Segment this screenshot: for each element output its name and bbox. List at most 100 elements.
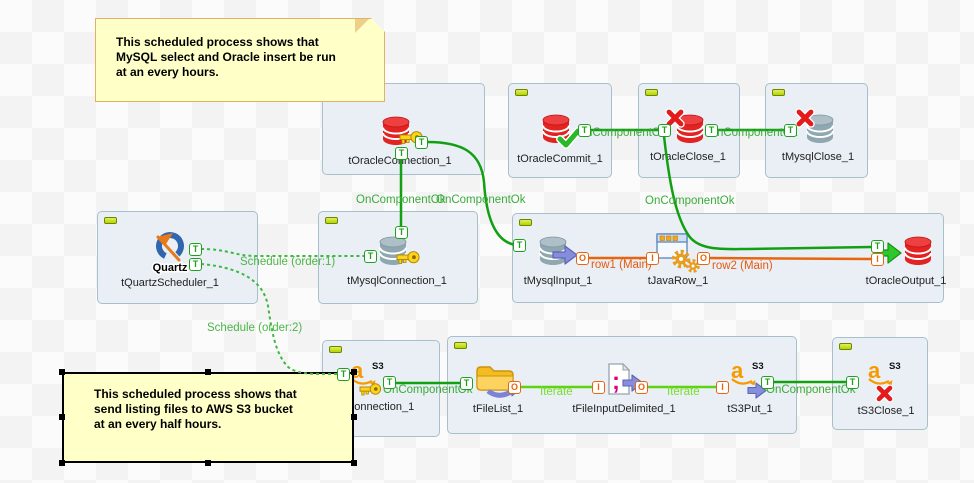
component-label: tFileList_1 <box>472 403 524 415</box>
collapse-subjob-button[interactable] <box>329 346 342 353</box>
component-label: tJavaRow_1 <box>647 275 709 287</box>
selection-handle[interactable] <box>205 369 211 375</box>
java-row-icon <box>656 233 700 273</box>
selection-handle[interactable] <box>351 460 357 466</box>
trigger-port[interactable]: T <box>658 124 671 137</box>
semicolon-glyph: ; <box>612 368 620 395</box>
s3-close-icon: a S3 <box>868 358 901 403</box>
trigger-port[interactable]: T <box>415 136 428 149</box>
component-label: tS3Close_1 <box>857 405 915 417</box>
quartz-scheduler-icon: Quartz <box>151 232 189 276</box>
collapse-subjob-button[interactable] <box>772 89 785 96</box>
trigger-port[interactable]: T <box>395 147 408 160</box>
trigger-port[interactable]: T <box>705 124 718 137</box>
trigger-port[interactable]: T <box>189 258 202 271</box>
s3-connection-icon: a S3 <box>351 358 384 396</box>
mysql-input-icon <box>539 236 578 265</box>
input-port[interactable]: I <box>646 252 659 265</box>
input-port[interactable]: I <box>871 253 884 266</box>
collapse-subjob-button[interactable] <box>104 217 117 224</box>
selection-handle[interactable] <box>59 369 65 375</box>
component-label: tMysqlConnection_1 <box>347 275 447 287</box>
collapse-subjob-button[interactable] <box>325 217 338 224</box>
mysql-connection-icon <box>379 236 420 265</box>
file-input-delimited-icon: ; <box>608 362 644 395</box>
component-ts3close[interactable]: a S3 tS3Close_1 <box>811 358 961 417</box>
component-tmysqlconnection[interactable]: tMysqlConnection_1 <box>322 234 472 287</box>
component-label: tMysqlInput_1 <box>523 275 593 287</box>
s3-glyph: S3 <box>752 361 764 372</box>
trigger-port[interactable]: T <box>513 239 526 252</box>
collapse-subjob-button[interactable] <box>645 89 658 96</box>
oracle-output-icon <box>874 236 932 265</box>
link-label-iterate[interactable]: Iterate <box>540 386 573 398</box>
trigger-port[interactable]: T <box>383 376 396 389</box>
component-tfileinputdelimited[interactable]: ; tFileInputDelimited_1 <box>549 362 699 415</box>
component-label: tOracleCommit_1 <box>517 153 603 165</box>
link-label-oncomponentok[interactable]: OnComponentOk <box>645 195 735 207</box>
output-port[interactable]: O <box>697 252 710 265</box>
component-label: tS3Put_1 <box>727 403 773 415</box>
trigger-port[interactable]: T <box>761 376 774 389</box>
output-port[interactable]: O <box>508 381 521 394</box>
note-s3-schedule-selected[interactable]: This scheduled process shows that send l… <box>62 372 354 463</box>
note-mysql-oracle-schedule[interactable]: This scheduled process shows that MySQL … <box>95 18 385 102</box>
output-port[interactable]: O <box>576 252 589 265</box>
collapse-subjob-button[interactable] <box>454 342 467 349</box>
component-ts3put[interactable]: a S3 tS3Put_1 <box>675 358 825 415</box>
note-text-line: This scheduled process shows that <box>116 35 319 49</box>
link-label-schedule1[interactable]: Schedule (order:1) <box>240 256 336 268</box>
link-label-oncomponentok[interactable]: OnComponentOk <box>436 194 526 206</box>
selection-handle[interactable] <box>351 414 357 420</box>
link-label-schedule2[interactable]: Schedule (order:2) <box>207 322 303 334</box>
amazon-a-glyph: a <box>731 358 744 383</box>
link-label-oncomponentok[interactable]: OnComponentOk <box>356 194 446 206</box>
link-label-row2[interactable]: row2 (Main) <box>712 260 773 272</box>
output-port[interactable]: O <box>635 381 648 394</box>
s3-glyph: S3 <box>372 361 384 372</box>
mysql-close-icon <box>795 108 834 143</box>
quartz-logo-text: Quartz <box>153 262 188 274</box>
component-toraclecommit[interactable]: tOracleCommit_1 <box>485 112 635 165</box>
collapse-subjob-button[interactable] <box>839 343 852 350</box>
trigger-port[interactable]: T <box>189 243 202 256</box>
trigger-port[interactable]: T <box>460 377 473 390</box>
note-text-line: at an every hours. <box>116 65 219 79</box>
note-text-line: MySQL select and Oracle insert be run <box>116 50 336 64</box>
collapse-subjob-button[interactable] <box>515 89 528 96</box>
trigger-port[interactable]: T <box>871 240 884 253</box>
note-text-line: This scheduled process shows that <box>94 387 297 401</box>
s3-glyph: S3 <box>889 361 901 372</box>
amazon-a-glyph: a <box>351 358 364 383</box>
component-tquartzscheduler[interactable]: Quartz tQuartzScheduler_1 <box>95 230 245 289</box>
note-text-line: at an every half hours. <box>94 417 222 431</box>
trigger-port[interactable]: T <box>395 226 408 239</box>
oracle-commit-icon <box>542 114 582 149</box>
component-tmysqlinput[interactable]: tMysqlInput_1 <box>483 234 633 287</box>
selection-handle[interactable] <box>59 460 65 466</box>
component-label: tOracleClose_1 <box>650 151 726 163</box>
link-label-oncomponentok[interactable]: OnComponentOk <box>766 384 856 396</box>
link-label-iterate[interactable]: Iterate <box>667 386 700 398</box>
trigger-port[interactable]: T <box>784 124 797 137</box>
note-folded-corner <box>355 19 369 33</box>
trigger-port[interactable]: T <box>337 368 350 381</box>
component-toracleoutput[interactable]: tOracleOutput_1 <box>831 232 974 287</box>
input-port[interactable]: I <box>592 381 605 394</box>
input-port[interactable]: I <box>716 381 729 394</box>
selection-handle[interactable] <box>59 414 65 420</box>
component-label: tFileInputDelimited_1 <box>572 403 676 415</box>
selection-handle[interactable] <box>351 369 357 375</box>
collapse-subjob-button[interactable] <box>519 219 532 226</box>
link-label-row1[interactable]: row1 (Main) <box>591 259 652 271</box>
component-label: tQuartzScheduler_1 <box>121 277 219 289</box>
trigger-port[interactable]: T <box>846 376 859 389</box>
note-text-line: send listing files to AWS S3 bucket <box>94 402 293 416</box>
component-label: tOracleOutput_1 <box>865 275 947 287</box>
link-label-oncomponentok[interactable]: OnComponentOk <box>383 384 473 396</box>
trigger-port[interactable]: T <box>364 250 377 263</box>
trigger-port[interactable]: T <box>578 124 591 137</box>
selection-handle[interactable] <box>205 460 211 466</box>
component-label: tMysqlClose_1 <box>781 151 855 163</box>
